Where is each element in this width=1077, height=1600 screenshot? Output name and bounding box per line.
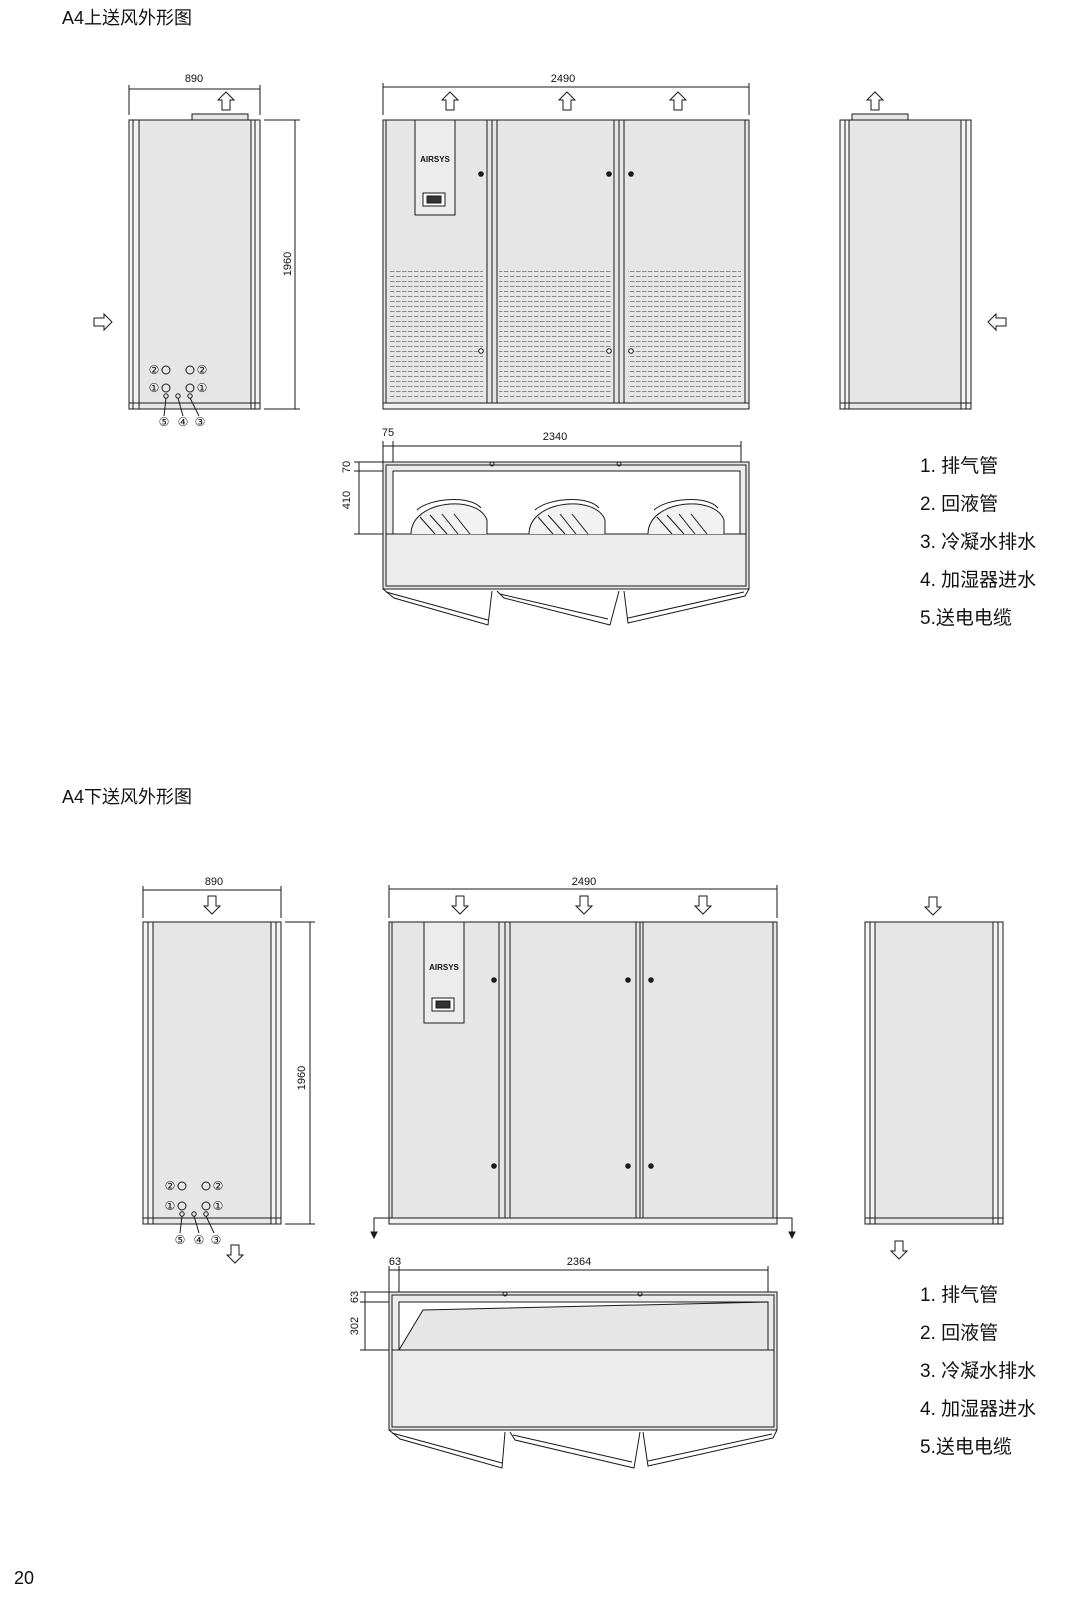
port-label: ① [213,1199,224,1213]
dim-base-offset: 75 [382,427,394,439]
top-title: A4上送风外形图 [62,8,193,28]
pipe-port-group [177,1181,215,1234]
port-label: ⑤ [159,415,170,429]
legend-item: 2. 回液管 [920,1323,999,1344]
brand-logo: AIRSYS [429,963,459,972]
legend-item: 1. 排气管 [920,456,999,477]
port-label: ② [197,363,208,377]
up-arrow-icon [216,91,236,111]
control-display-icon [422,192,446,207]
legend-item: 1. 排气管 [920,1285,999,1306]
legend-item: 4. 加湿器进水 [920,570,1037,591]
up-arrow-icon [865,91,885,111]
dim-side-width: 890 [185,73,203,85]
dim-base-top: 70 [341,461,353,473]
port-label: ④ [194,1233,205,1247]
port-number-labels: ② ② ① ① ⑤ ④ ③ ② ② ① ① ⑤ ④ ③ [149,363,224,1247]
top-side-view-left [93,85,300,417]
dim-base-width: 2364 [567,1256,591,1268]
legend-bottom: 1. 排气管 2. 回液管 3. 冷凝水排水 4. 加湿器进水 5.送电电缆 [920,1277,1036,1467]
pipe-port-group [161,365,200,417]
bottom-front-view [370,885,796,1240]
dimension-labels: 890 2490 1960 75 2340 70 410 890 2490 19… [185,73,596,1335]
top-front-view [382,83,750,410]
port-label: ② [165,1179,176,1193]
door-handle-icon [478,171,634,354]
legend-item: 3. 冷凝水排水 [920,1361,1037,1382]
port-label: ① [197,381,208,395]
dim-height: 1960 [282,252,294,276]
down-arrow-icon [450,895,713,915]
top-side-view-right [839,91,1007,410]
dim-front-width: 2490 [572,876,596,888]
inlet-arrow-icon [987,312,1007,332]
dim-base-depth: 302 [349,1317,361,1335]
up-arrow-icon [440,91,688,111]
port-label: ① [149,381,160,395]
dim-base-offset: 63 [389,1256,401,1268]
bottom-plan-view [360,1266,778,1469]
legend-item: 3. 冷凝水排水 [920,532,1037,553]
legend-item: 4. 加湿器进水 [920,1399,1037,1420]
dim-base-top: 63 [349,1291,361,1303]
bottom-side-view-right [864,896,1004,1260]
port-label: ② [149,363,160,377]
door-handle-icon [491,977,654,1169]
down-arrow-icon [202,895,245,1264]
down-arrow-icon [889,896,943,1260]
fan-icon [410,499,725,535]
bottom-title: A4下送风外形图 [62,787,193,807]
bottom-side-view-left [142,886,315,1264]
port-label: ⑤ [175,1233,186,1247]
dim-height: 1960 [296,1066,308,1090]
legend-top: 1. 排气管 2. 回液管 3. 冷凝水排水 4. 加湿器进水 5.送电电缆 [920,448,1036,638]
port-label: ④ [178,415,189,429]
brand-logo: AIRSYS [420,155,450,164]
dim-front-width: 2490 [551,73,575,85]
port-label: ② [213,1179,224,1193]
legend-item: 2. 回液管 [920,494,999,515]
dim-base-depth: 410 [341,491,353,509]
brand-labels: AIRSYS AIRSYS [420,155,459,972]
legend-item: 5.送电电缆 [920,608,1012,629]
open-door-outline [388,1429,778,1469]
port-label: ③ [211,1233,222,1247]
port-label: ③ [195,415,206,429]
legend-item: 5.送电电缆 [920,1437,1012,1458]
dim-base-width: 2340 [543,431,567,443]
top-plan-view [354,441,750,626]
inlet-arrow-icon [93,312,113,332]
control-display-icon [431,997,455,1012]
port-label: ① [165,1199,176,1213]
page-number: 20 [14,1568,35,1588]
dim-side-width: 890 [205,876,223,888]
open-door-outline [382,588,750,626]
